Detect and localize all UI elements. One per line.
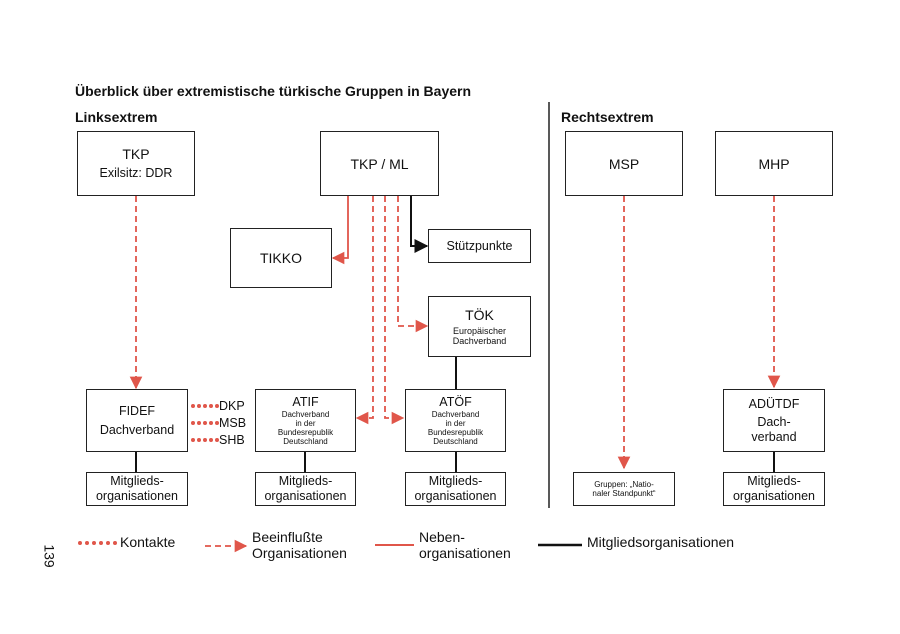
node-atif-sub3: Bundesrepublik bbox=[277, 428, 334, 437]
node-aduetdf: ADÜTDF Dach- verband bbox=[723, 389, 825, 452]
edge-tkpml-atoef bbox=[384, 196, 405, 425]
node-aduetdf-sub2: verband bbox=[751, 429, 797, 444]
node-mhp: MHP bbox=[715, 131, 833, 196]
node-tkp-label: TKP bbox=[122, 146, 150, 162]
node-msp-label: MSP bbox=[608, 155, 640, 172]
node-toek: TÖK Europäischer Dachverband bbox=[428, 296, 531, 357]
legend-kontakte-label: Kontakte bbox=[120, 534, 176, 550]
node-gruppen: Gruppen: „Natio- naler Standpunkt“ bbox=[573, 472, 675, 506]
node-atoef-label: ATÖF bbox=[439, 395, 472, 409]
node-toek-label: TÖK bbox=[465, 307, 494, 323]
contact-msb: MSB bbox=[219, 416, 247, 430]
node-fidef-sub: Dachverband bbox=[99, 422, 175, 437]
node-mitglied-atoef-line2: organisationen bbox=[414, 489, 497, 503]
edge-tkpml-toek bbox=[397, 196, 429, 333]
legend-neben-line1: Neben- bbox=[419, 529, 465, 545]
node-mitglied-atoef-line1: Mitglieds- bbox=[428, 474, 483, 488]
node-stuetzpunkte-label: Stützpunkte bbox=[446, 238, 513, 253]
node-mhp-label: MHP bbox=[758, 155, 790, 172]
node-gruppen-line1: Gruppen: „Natio- bbox=[594, 480, 654, 489]
legend-neben-line2: organisationen bbox=[419, 545, 511, 561]
node-aduetdf-sub1: Dach- bbox=[757, 414, 791, 429]
node-atif-sub4: Deutschland bbox=[283, 437, 328, 446]
node-mitglied-fidef-line1: Mitglieds- bbox=[110, 474, 164, 488]
legend-kontakte-dots bbox=[78, 541, 117, 545]
legend-beeinflusst-line1: Beeinflußte bbox=[252, 529, 323, 545]
node-mitglied-aduetdf-line1: Mitglieds- bbox=[747, 474, 801, 488]
node-atoef-sub3: Bundesrepublik bbox=[427, 428, 484, 437]
node-tikko-label: TIKKO bbox=[259, 250, 302, 266]
node-mitglied-atif-line2: organisationen bbox=[264, 489, 347, 503]
contact-dkp: DKP bbox=[219, 399, 245, 413]
node-mitglied-atif-line1: Mitglieds- bbox=[278, 474, 333, 488]
node-msp: MSP bbox=[565, 131, 683, 196]
node-mitglied-atoef: Mitglieds- organisationen bbox=[405, 472, 506, 506]
legend-beeinflusst-line2: Organisationen bbox=[252, 545, 347, 561]
node-atif: ATIF Dachverband in der Bundesrepublik D… bbox=[255, 389, 356, 452]
node-fidef: FIDEF Dachverband bbox=[86, 389, 188, 452]
node-mitglied-aduetdf: Mitglieds- organisationen bbox=[723, 472, 825, 506]
node-mitglied-fidef-line2: organisationen bbox=[95, 489, 178, 503]
node-tikko: TIKKO bbox=[230, 228, 332, 288]
node-aduetdf-label: ADÜTDF bbox=[748, 396, 800, 411]
node-stuetzpunkte: Stützpunkte bbox=[428, 229, 531, 263]
section-label-right: Rechtsextrem bbox=[561, 109, 654, 125]
node-tkpml: TKP / ML bbox=[320, 131, 439, 196]
node-toek-sub1: Europäischer bbox=[452, 326, 507, 336]
node-mitglied-atif: Mitglieds- organisationen bbox=[255, 472, 356, 506]
contact-dots bbox=[191, 404, 219, 442]
legend-mitglied-label: Mitgliedsorganisationen bbox=[587, 534, 735, 550]
node-atoef-sub2: in der bbox=[445, 419, 466, 428]
diagram-title: Überblick über extremistische türkische … bbox=[75, 83, 472, 99]
node-mitglied-fidef: Mitglieds- organisationen bbox=[86, 472, 188, 506]
node-toek-sub2: Dachverband bbox=[452, 336, 507, 346]
node-mitglied-aduetdf-line2: organisationen bbox=[732, 489, 815, 503]
node-atif-sub1: Dachverband bbox=[281, 410, 330, 419]
edge-tkpml-stuetzpunkte bbox=[410, 196, 429, 253]
node-atoef-sub4: Deutschland bbox=[433, 437, 478, 446]
contact-shb: SHB bbox=[219, 433, 245, 447]
node-atif-label: ATIF bbox=[292, 395, 319, 409]
node-tkpml-label: TKP / ML bbox=[350, 155, 409, 172]
node-fidef-label: FIDEF bbox=[118, 403, 156, 418]
node-tkp-sub: Exilsitz: DDR bbox=[99, 166, 173, 180]
section-label-left: Linksextrem bbox=[75, 109, 158, 125]
node-atif-sub2: in der bbox=[295, 419, 316, 428]
node-atoef-sub1: Dachverband bbox=[431, 410, 480, 419]
edge-tkpml-tikko bbox=[331, 196, 349, 265]
node-gruppen-line2: naler Standpunkt“ bbox=[592, 489, 656, 498]
node-atoef: ATÖF Dachverband in der Bundesrepublik D… bbox=[405, 389, 506, 452]
edge-tkpml-atif bbox=[355, 196, 374, 425]
node-tkp: TKP Exilsitz: DDR bbox=[77, 131, 195, 196]
